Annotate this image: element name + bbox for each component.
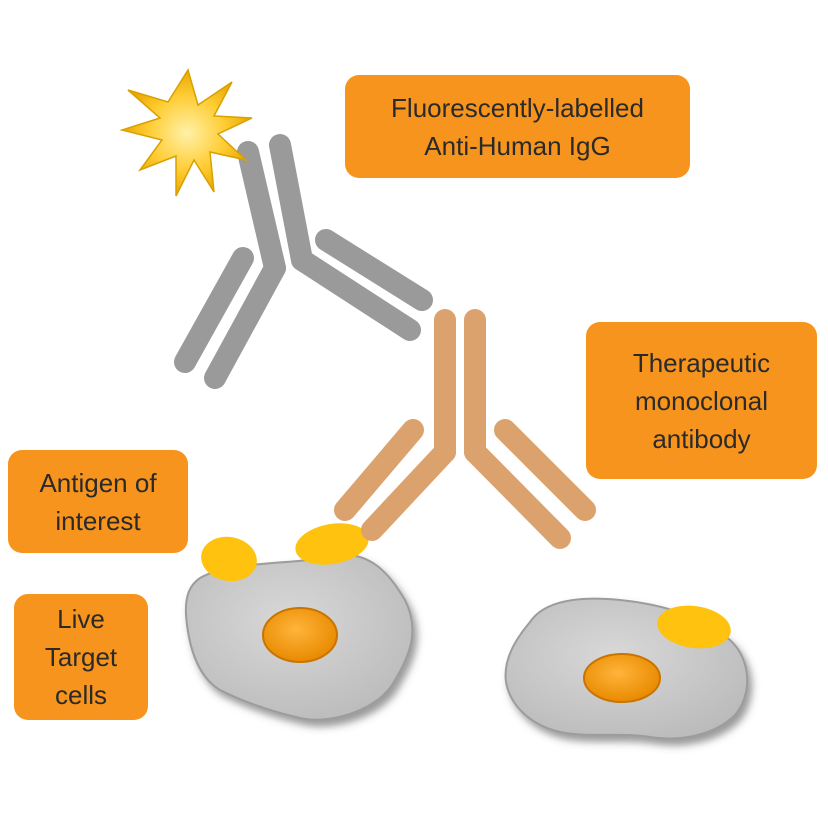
- antigen: [295, 523, 369, 565]
- therapeutic-antibody: [334, 309, 596, 549]
- label-line: Live: [57, 604, 105, 634]
- antigen-group: [201, 523, 731, 649]
- fab-arm: [494, 419, 596, 521]
- heavy-chain: [269, 134, 313, 271]
- antigen: [657, 605, 731, 649]
- heavy-chain: [237, 141, 286, 279]
- label-line: antibody: [652, 423, 751, 454]
- fab-arm: [361, 441, 456, 541]
- label-line: Target: [44, 642, 118, 672]
- label-line: monoclonal: [635, 385, 768, 416]
- fab-arm: [334, 419, 424, 521]
- label-target-cells: Live Target cells: [14, 594, 148, 720]
- label-antigen: Antigen of interest: [8, 450, 188, 553]
- label-line: Anti-Human IgG: [424, 130, 611, 161]
- antigen: [201, 536, 257, 582]
- label-line: Therapeutic: [632, 347, 771, 378]
- fab-arm: [464, 441, 571, 549]
- nucleus: [262, 607, 338, 663]
- fluorophore-star-icon: [119, 68, 253, 197]
- label-line: Antigen of: [39, 467, 157, 498]
- fab-arm: [291, 249, 421, 341]
- secondary-antibody: [174, 134, 433, 389]
- label-secondary-antibody: Fluorescently-labelled Anti-Human IgG: [345, 75, 690, 178]
- fab-arm: [204, 257, 286, 389]
- label-line: Fluorescently-labelled: [391, 92, 644, 123]
- target-cell-left: [184, 553, 414, 721]
- label-line: cells: [54, 680, 107, 710]
- fab-arm: [174, 247, 254, 373]
- fab-arm: [315, 229, 433, 311]
- label-therapeutic-antibody: Therapeutic monoclonal antibody: [586, 322, 817, 479]
- label-line: interest: [55, 505, 141, 536]
- nucleus: [583, 653, 661, 703]
